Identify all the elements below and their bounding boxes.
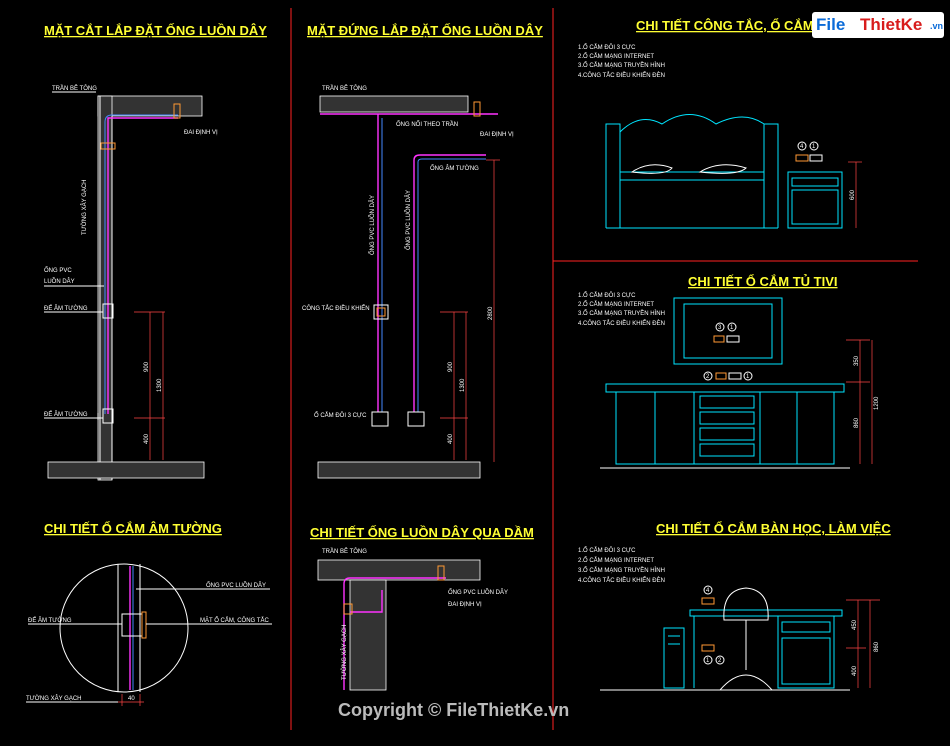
- s2-o-cam: Ổ CẮM ĐÔI 3 CỰC: [314, 411, 367, 419]
- section2-title: MẶT ĐỨNG LẮP ĐẶT ỐNG LUỒN DÂY: [307, 23, 543, 38]
- s4-dim-1200: 1200: [874, 396, 880, 410]
- s4-dim-350: 350: [854, 355, 860, 366]
- s5-tuong-xay-gach: TƯỜNG XÂY GẠCH: [26, 695, 82, 702]
- s1-de-am-tuong-2: ĐẾ ÂM TƯỜNG: [44, 411, 88, 418]
- s4-dim-860: 860: [854, 417, 860, 428]
- section4-tv-cabinet: CHI TIẾT Ổ CẮM TỦ TIVI 1.Ổ CẮM ĐÔI 3 CỰC…: [578, 274, 880, 469]
- logo-badge: [812, 12, 944, 38]
- s4-marker-b: 1: [730, 325, 734, 331]
- s2-dim-400: 400: [448, 433, 454, 444]
- section4-title: CHI TIẾT Ổ CẮM TỦ TIVI: [688, 274, 838, 289]
- s3-legend-3: 3.Ổ CẮM MẠNG TRUYỀN HÌNH: [578, 61, 665, 69]
- section6-beam-detail: CHI TIẾT ỐNG LUỒN DÂY QUA DẦM TRẦN BÊ TÔ…: [310, 525, 534, 691]
- s7-dim-860: 860: [874, 641, 880, 652]
- section7-title: CHI TIẾT Ổ CẮM BÀN HỌC, LÀM VIỆC: [656, 521, 891, 536]
- section5-title: CHI TIẾT Ổ CẮM ÂM TƯỜNG: [44, 521, 222, 536]
- s2-tran-be-tong: TRẦN BÊ TÔNG: [322, 84, 367, 92]
- s7-dim-400: 400: [852, 665, 858, 676]
- s3-marker-b: 1: [812, 144, 816, 150]
- section1-cross-section: MẶT CẮT LẮP ĐẶT ỐNG LUỒN DÂY TRẦN BÊ TÔN…: [44, 23, 267, 481]
- s6-ong-pvc: ỐNG PVC LUỒN DÂY: [448, 589, 508, 596]
- s4-marker-d: 1: [746, 374, 750, 380]
- s2-dim-2800: 2800: [488, 306, 494, 320]
- s4-legend-2: 2.Ổ CẮM MẠNG INTERNET: [578, 300, 654, 308]
- s5-mat-o-cam: MẶT Ổ CẮM, CÔNG TẮC: [200, 616, 269, 624]
- logo-text-thietke: ThietKe: [860, 15, 923, 34]
- s2-ong-pvc-a: ỐNG PVC LUỒN DÂY: [369, 195, 376, 255]
- section1-title: MẶT CẮT LẮP ĐẶT ỐNG LUỒN DÂY: [44, 23, 267, 38]
- s2-ong-am-tuong: ỐNG ÂM TƯỜNG: [430, 165, 479, 172]
- s1-luon-day: LUỒN DÂY: [44, 278, 75, 285]
- s3-legend-2: 2.Ổ CẮM MẠNG INTERNET: [578, 52, 654, 60]
- s2-cong-tac: CÔNG TẮC ĐIỀU KHIỂN: [302, 304, 370, 312]
- s2-dai-dinh-vi: ĐAI ĐỊNH VỊ: [480, 132, 514, 138]
- s4-marker-a: 3: [718, 325, 722, 331]
- s1-dim-900: 900: [144, 361, 150, 372]
- s1-ong-pvc: ỐNG PVC: [44, 267, 72, 274]
- s3-marker-a: [797, 141, 807, 151]
- s1-tran-be-tong: TRẦN BÊ TÔNG: [52, 84, 97, 92]
- s7-marker-a: 4: [706, 588, 710, 594]
- copyright-watermark: Copyright © FileThietKe.vn: [338, 700, 569, 720]
- s5-de-am-tuong: ĐẾ ÂM TƯỜNG: [28, 617, 72, 624]
- section6-title: CHI TIẾT ỐNG LUỒN DÂY QUA DẦM: [310, 525, 534, 540]
- s6-tuong-xay-gach: TƯỜNG XÂY GẠCH: [341, 625, 348, 681]
- s6-dai-dinh-vi: ĐAI ĐỊNH VỊ: [448, 602, 482, 608]
- s7-legend-1: 1.Ổ CẮM ĐÔI 3 CỰC: [578, 546, 636, 554]
- section2-elevation: MẶT ĐỨNG LẮP ĐẶT ỐNG LUỒN DÂY TRẦN BÊ TÔ…: [302, 23, 543, 479]
- filethietke-logo: File ThietKe .vn: [812, 10, 944, 40]
- s3-dim-600: 600: [850, 189, 856, 200]
- section7-desk-outlets: CHI TIẾT Ổ CẮM BÀN HỌC, LÀM VIỆC 1.Ổ CẮM…: [578, 521, 891, 691]
- svg-text:4: 4: [800, 144, 804, 150]
- s2-dim-900: 900: [448, 361, 454, 372]
- s3-legend-1: 1.Ổ CẮM ĐÔI 3 CỰC: [578, 43, 636, 51]
- section5-socket-detail: CHI TIẾT Ổ CẮM ÂM TƯỜNG ỐNG PVC LUỒN DÂY…: [26, 521, 272, 706]
- s7-legend-2: 2.Ổ CẮM MẠNG INTERNET: [578, 556, 654, 564]
- s2-ong-noi: ỐNG NỐI THEO TRẦN: [396, 121, 458, 128]
- s7-legend-3: 3.Ổ CẮM MẠNG TRUYỀN HÌNH: [578, 566, 665, 574]
- s7-marker-c: 2: [718, 658, 722, 664]
- s5-ong-pvc: ỐNG PVC LUỒN DÂY: [206, 582, 266, 589]
- s1-dim-400: 400: [144, 433, 150, 444]
- s1-tuong-xay-gach: TƯỜNG XÂY GẠCH: [81, 180, 88, 236]
- s6-tran-be-tong: TRẦN BÊ TÔNG: [322, 547, 367, 555]
- s3-legend-4: 4.CÔNG TẮC ĐIỀU KHIỂN ĐÈN: [578, 71, 665, 79]
- section3-bedroom-outlets: CHI TIẾT CÔNG TẮC, Ổ CẮM GI 1.Ổ CẮM ĐÔI …: [578, 18, 862, 229]
- s1-dim-1300: 1300: [157, 378, 163, 392]
- s1-de-am-tuong-1: ĐẾ ÂM TƯỜNG: [44, 305, 88, 312]
- s7-marker-b: 1: [706, 658, 710, 664]
- section3-title: CHI TIẾT CÔNG TẮC, Ổ CẮM GI: [636, 18, 831, 33]
- logo-text-vn: .vn: [930, 21, 944, 31]
- s2-dim-1300: 1300: [460, 378, 466, 392]
- s4-legend-3: 3.Ổ CẮM MẠNG TRUYỀN HÌNH: [578, 309, 665, 317]
- s5-dim-40: 40: [128, 696, 135, 702]
- logo-text-file: File: [816, 15, 846, 34]
- s7-legend-4: 4.CÔNG TẮC ĐIỀU KHIỂN ĐÈN: [578, 576, 665, 584]
- s4-marker-c: 2: [706, 374, 710, 380]
- s1-dai-dinh-vi: ĐAI ĐỊNH VỊ: [184, 130, 218, 136]
- s4-legend-1: 1.Ổ CẮM ĐÔI 3 CỰC: [578, 291, 636, 299]
- s4-legend-4: 4.CÔNG TẮC ĐIỀU KHIỂN ĐÈN: [578, 319, 665, 327]
- s7-dim-450: 450: [852, 619, 858, 630]
- s2-ong-pvc-b: ỐNG PVC LUỒN DÂY: [405, 190, 412, 250]
